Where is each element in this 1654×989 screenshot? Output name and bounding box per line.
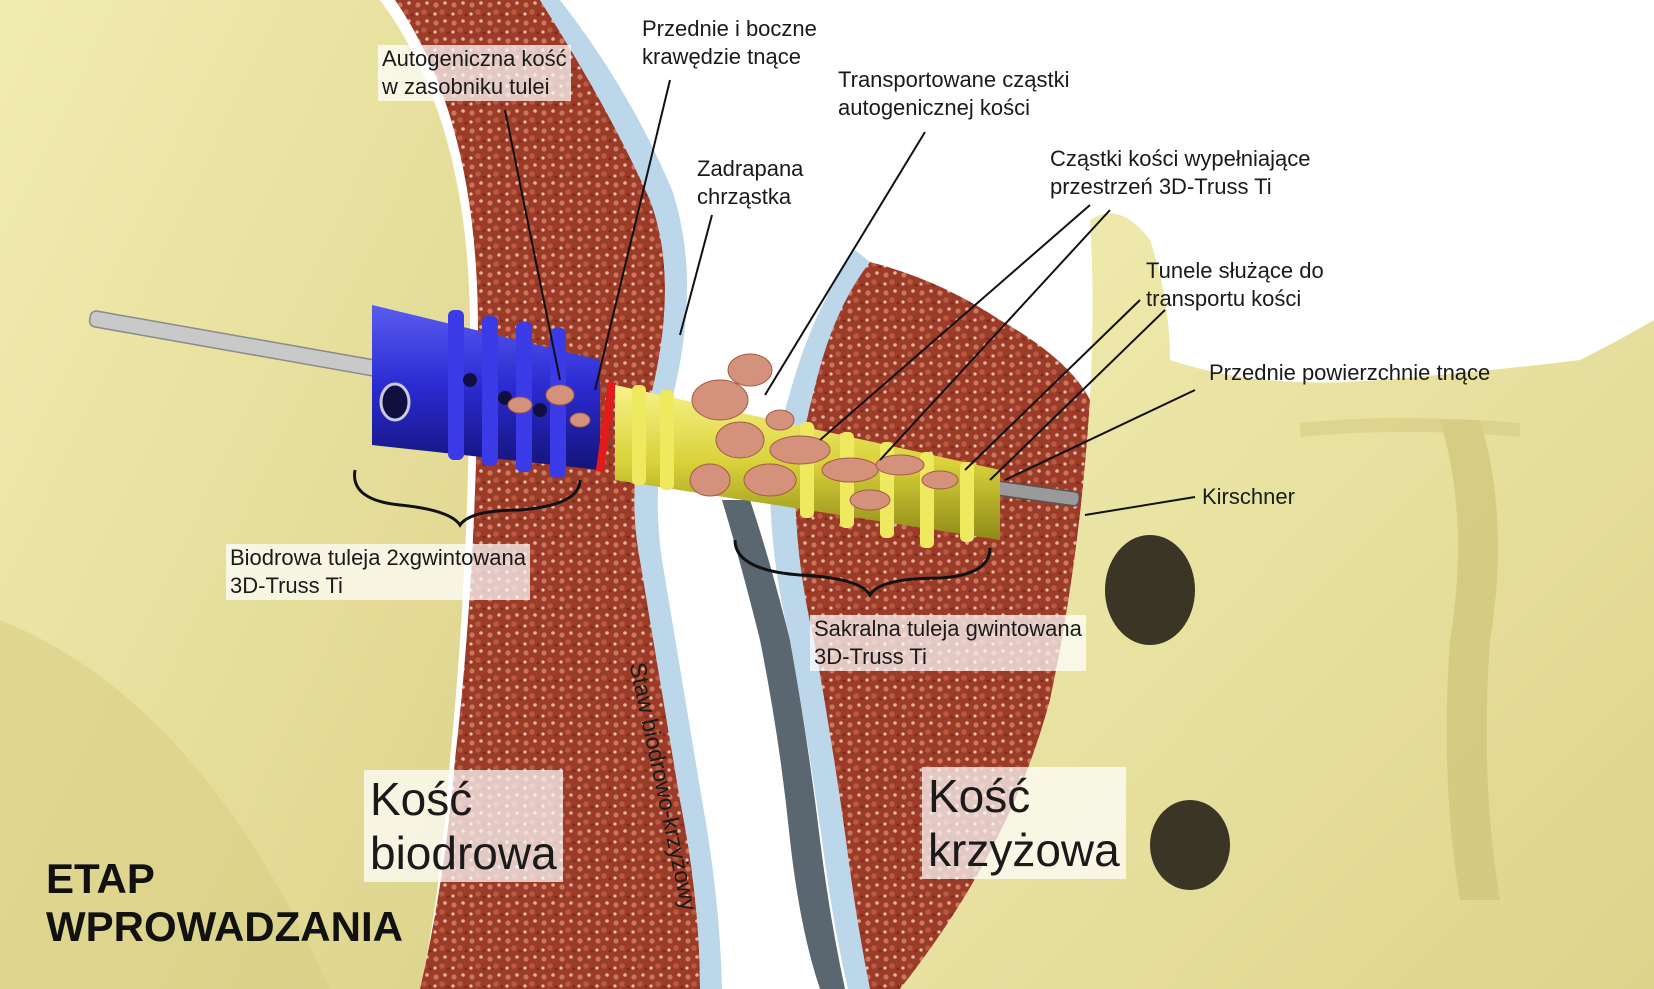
joint-space — [722, 500, 845, 989]
iliac-cartilage — [540, 0, 722, 989]
sacral-sleeve-brace — [733, 539, 992, 598]
label-sacral-bone: Kość krzyżowa — [922, 767, 1126, 879]
cutting-edge-red — [595, 381, 617, 473]
label-sacral-sleeve: Sakralna tuleja gwintowana 3D-Truss Ti — [810, 615, 1086, 671]
label-tunnels: Tunele służące do transportu kości — [1146, 258, 1324, 311]
stage-title: ETAP WPROWADZANIA — [46, 855, 403, 950]
label-kirschner: Kirschner — [1202, 484, 1295, 509]
label-scratched-cartilage: Zadrapana chrząstka — [697, 156, 804, 209]
label-front-cutting-surfaces: Przednie powierzchnie tnące — [1209, 360, 1491, 385]
leader-lines — [504, 79, 1196, 516]
iliac-sleeve-brace — [353, 469, 582, 528]
bone-particles — [507, 353, 959, 511]
label-iliac-sleeve: Biodrowa tuleja 2xgwintowana 3D-Truss Ti — [226, 544, 530, 600]
label-transported-particles: Transportowane cząstki autogenicznej koś… — [838, 67, 1070, 120]
sacral-foramen-upper — [1105, 535, 1195, 645]
sacral-crest — [1440, 420, 1500, 900]
label-autogenous-bone: Autogeniczna kość w zasobniku tulei — [378, 45, 571, 101]
label-cutting-edges: Przednie i boczne krawędzie tnące — [642, 16, 817, 69]
label-bone-particles-filling: Cząstki kości wypełniające przestrzeń 3D… — [1050, 146, 1311, 199]
sacral-foramen-lower — [1150, 800, 1230, 890]
label-iliac-bone: Kość biodrowa — [364, 770, 563, 882]
iliac-marrow — [395, 0, 700, 989]
sacral-ridge — [1299, 418, 1521, 437]
iliac-sleeve — [372, 305, 600, 478]
iliac-bone-shading — [0, 620, 330, 989]
